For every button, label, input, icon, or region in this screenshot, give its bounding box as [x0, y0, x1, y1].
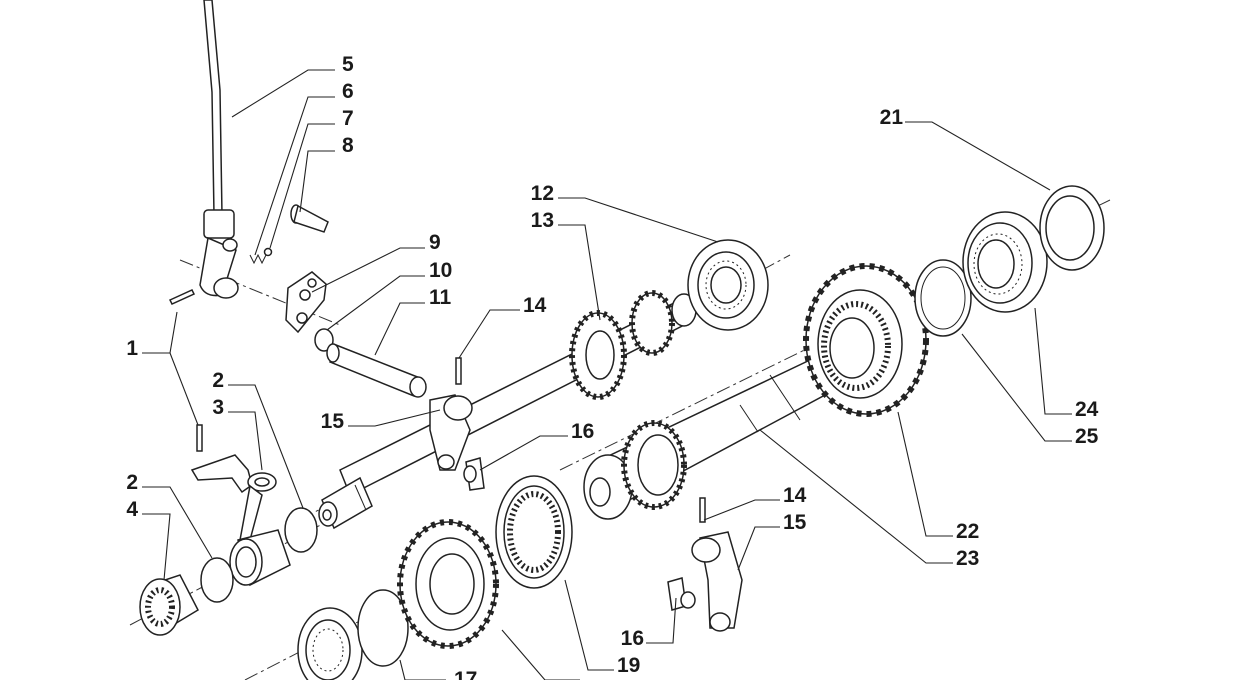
callout-3: 3 — [212, 396, 224, 419]
gear-lower — [397, 519, 499, 649]
coupling-sleeve — [495, 475, 573, 589]
pin-upper — [455, 357, 462, 385]
output-shaft — [583, 358, 826, 520]
callout-8: 8 — [342, 134, 354, 157]
callout-16-upper: 16 — [571, 420, 594, 443]
shim-lower — [357, 589, 409, 667]
bearing-lower — [297, 607, 363, 680]
callout-9: 9 — [429, 231, 441, 254]
callout-16-lower: 16 — [621, 627, 644, 650]
callout-15-upper: 15 — [321, 410, 345, 433]
callout-4: 4 — [126, 498, 138, 521]
callout-2b: 2 — [126, 471, 138, 494]
shift-fork-lower — [691, 531, 743, 632]
large-gear — [803, 263, 929, 417]
ring-lower — [200, 557, 234, 603]
bracket — [190, 454, 277, 541]
callout-11: 11 — [429, 286, 452, 309]
bearing-upper — [687, 239, 769, 331]
callout-19: 19 — [617, 654, 640, 677]
callout-10: 10 — [429, 259, 452, 282]
callout-24: 24 — [1075, 398, 1099, 421]
callout-23: 23 — [956, 547, 979, 570]
leader-lines — [142, 69, 1072, 680]
callout-17: 17 — [454, 668, 477, 680]
callout-14-upper: 14 — [523, 294, 547, 317]
callout-22: 22 — [956, 520, 979, 543]
callout-25: 25 — [1075, 425, 1099, 448]
callout-6: 6 — [342, 80, 354, 103]
sleeve — [229, 529, 291, 587]
plate — [285, 271, 327, 334]
roll-pin-lower — [196, 424, 203, 452]
callout-13: 13 — [531, 209, 554, 232]
o-ring — [314, 328, 334, 352]
ring-upper — [284, 507, 318, 553]
shaft-pin — [326, 343, 427, 398]
callout-15-lower: 15 — [783, 511, 807, 534]
detent-ball — [263, 247, 273, 257]
callout-21: 21 — [880, 106, 904, 129]
countershaft — [318, 290, 697, 530]
shim-right-inner — [920, 266, 966, 330]
splined-hub — [139, 574, 199, 636]
shift-lever-rod — [199, 0, 239, 299]
bearing-right — [962, 211, 1048, 313]
roll-pin — [168, 289, 196, 305]
callout-5: 5 — [342, 53, 354, 76]
seal — [1039, 185, 1105, 271]
pad-upper — [463, 457, 485, 491]
callout-14-lower: 14 — [783, 484, 807, 507]
shift-fork-upper — [429, 394, 473, 471]
callout-7: 7 — [342, 107, 354, 130]
screw — [290, 204, 329, 233]
shim-right — [914, 259, 972, 337]
callout-12: 12 — [531, 182, 554, 205]
callout-2a: 2 — [212, 369, 224, 392]
pin-lower — [699, 497, 706, 523]
callout-labels: 5 6 7 8 9 10 11 1 2 3 2 4 12 13 14 15 16… — [126, 53, 1098, 680]
pad-lower — [667, 577, 696, 611]
callout-1: 1 — [126, 337, 138, 360]
detent-spring — [249, 253, 267, 265]
